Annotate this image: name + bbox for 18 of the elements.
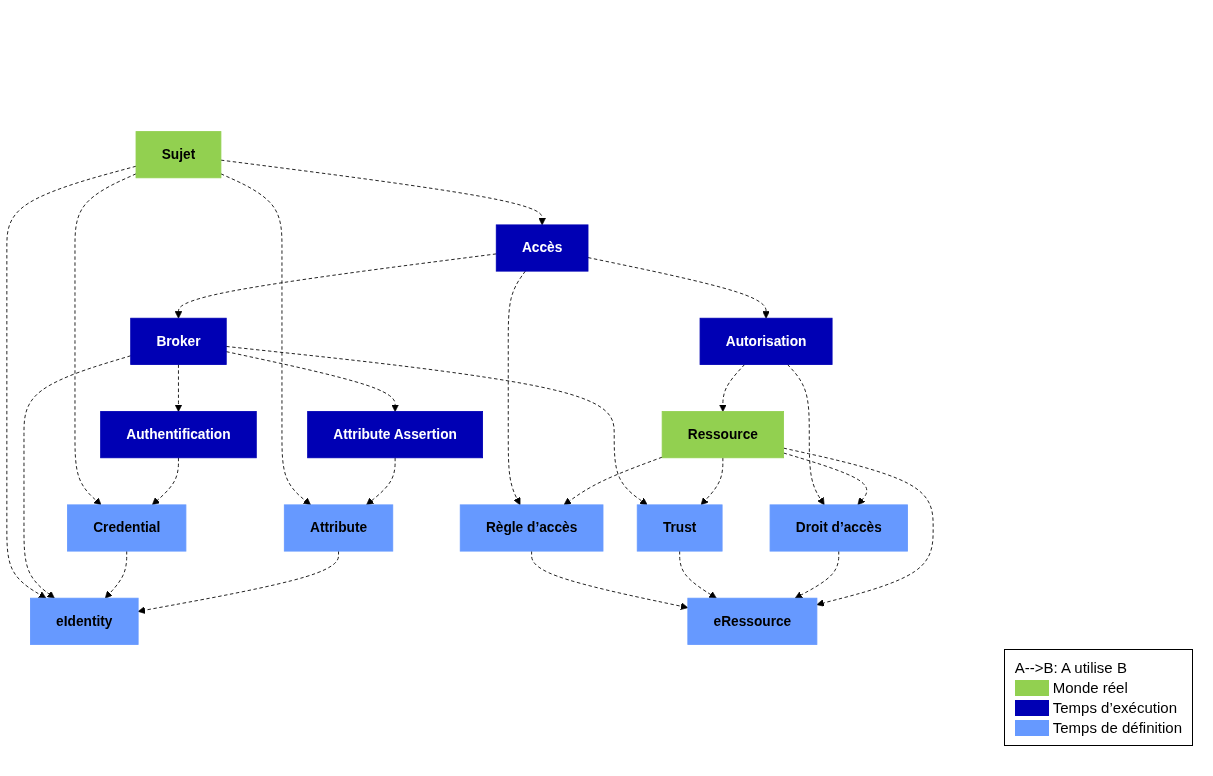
node-box: Règle d’accès [459, 504, 604, 552]
node-box: Broker [130, 317, 227, 365]
node-box: Authentification [100, 411, 257, 459]
node-box: Accès [495, 224, 589, 272]
node-box: eRessource [687, 597, 818, 645]
node-box: Sujet [135, 131, 222, 179]
node-box: Ressource [661, 411, 784, 459]
node-box: eIdentity [30, 597, 139, 645]
legend-text: Temps de définition [1052, 719, 1182, 736]
node-box: Credential [67, 504, 187, 552]
node-box: Attribute Assertion [307, 411, 483, 459]
legend-text: A-->B: A utilise B [1014, 659, 1127, 676]
node-box: Trust [636, 504, 723, 552]
node-box: Droit d’accès [769, 504, 908, 552]
node-box: Autorisation [699, 317, 833, 365]
node-box: Attribute [283, 504, 394, 552]
legend-text: Temps d’exécution [1052, 699, 1177, 716]
legend-text: Monde réel [1052, 679, 1128, 696]
